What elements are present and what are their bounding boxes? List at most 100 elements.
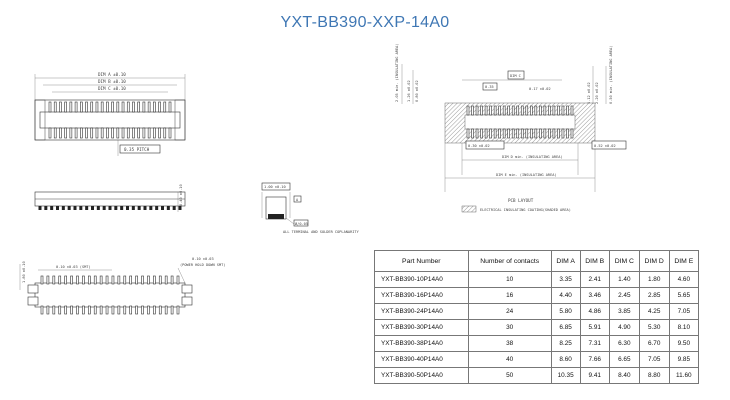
- pin: [147, 305, 150, 315]
- header-contacts: Number of contacts: [467, 250, 552, 272]
- pin: [73, 206, 77, 210]
- cell-part-number: YXT-BB390-24P14A0: [374, 303, 469, 320]
- pin: [64, 127, 67, 139]
- pin: [106, 101, 109, 113]
- pin: [67, 206, 71, 210]
- header-dim-b: DIM B: [579, 250, 610, 272]
- cell-dim-a: 8.25: [550, 335, 581, 352]
- pad: [475, 105, 479, 116]
- pin: [120, 206, 124, 210]
- pin: [141, 305, 144, 315]
- pad: [493, 128, 497, 139]
- pin: [64, 101, 67, 113]
- cell-part-number: YXT-BB390-38P14A0: [374, 335, 469, 352]
- pin: [111, 305, 115, 315]
- cell-contacts: 40: [467, 351, 552, 368]
- detail-dim-label: 1.00 ±0.10: [264, 185, 286, 189]
- pad: [566, 105, 569, 116]
- cell-dim-c: 2.45: [608, 287, 640, 304]
- pin: [50, 206, 54, 210]
- pin: [91, 206, 94, 210]
- pin: [90, 127, 94, 139]
- pin: [111, 127, 114, 139]
- pin: [99, 305, 103, 315]
- header-dim-a: DIM A: [550, 250, 581, 272]
- pin: [129, 305, 132, 315]
- pad: [543, 128, 547, 139]
- pin: [168, 101, 172, 113]
- pin: [142, 101, 146, 113]
- pin: [149, 206, 153, 210]
- pin: [147, 127, 151, 139]
- cell-contacts: 24: [467, 303, 552, 320]
- pin: [106, 127, 109, 139]
- pin: [64, 275, 67, 285]
- pitch-label: 0.35 PITCH: [124, 147, 150, 152]
- pin: [178, 206, 182, 210]
- pin: [147, 101, 151, 113]
- pin: [158, 275, 162, 285]
- pad: [548, 105, 551, 116]
- smt-left-label: 0.10 ±0.03 (SMT): [56, 265, 91, 269]
- pin: [90, 101, 94, 113]
- pin: [70, 275, 73, 285]
- pin: [105, 275, 109, 285]
- pad: [475, 128, 479, 139]
- pad: [529, 128, 533, 139]
- cell-dim-b: 9.41: [579, 367, 610, 384]
- pin: [121, 127, 125, 139]
- table-header-row: Part Number Number of contacts DIM A DIM…: [374, 250, 700, 272]
- pin: [74, 127, 78, 139]
- cell-dim-c: 6.30: [608, 335, 640, 352]
- pin: [61, 206, 65, 210]
- pin: [95, 101, 99, 113]
- pad: [561, 105, 565, 116]
- cell-dim-d: 2.85: [638, 287, 670, 304]
- pin: [40, 305, 44, 315]
- pad: [498, 128, 501, 139]
- header-part-number: Part Number: [374, 250, 469, 272]
- pcb-pad-w: 0.17 ±0.02: [529, 87, 551, 91]
- pin: [93, 305, 97, 315]
- pad: [480, 105, 483, 116]
- pin: [74, 101, 78, 113]
- pin: [116, 101, 120, 113]
- cell-dim-a: 6.85: [550, 319, 581, 336]
- pad: [516, 128, 520, 139]
- pin: [123, 305, 127, 315]
- cell-contacts: 30: [467, 319, 552, 336]
- pin: [82, 275, 85, 285]
- pad: [484, 105, 488, 116]
- pin: [52, 275, 56, 285]
- pin: [161, 206, 164, 210]
- pad: [543, 105, 547, 116]
- pin: [164, 305, 168, 315]
- pcb-top-h3: 0.80 ±0.02: [415, 80, 419, 102]
- pad: [471, 128, 474, 139]
- cell-dim-d: 8.80: [638, 367, 670, 384]
- pad: [511, 128, 515, 139]
- cell-dim-a: 8.60: [550, 351, 581, 368]
- pin: [46, 275, 50, 285]
- pin: [142, 127, 146, 139]
- cell-part-number: YXT-BB390-50P14A0: [374, 367, 469, 384]
- pcb-top-h1: 2.05 min. (INSULATING AREA): [395, 44, 399, 102]
- detail-tol-label: Ø/0.05: [295, 221, 308, 226]
- pad: [489, 105, 492, 116]
- pad: [561, 128, 565, 139]
- pin: [70, 305, 73, 315]
- pin: [108, 206, 112, 210]
- pin: [100, 101, 104, 113]
- cell-dim-e: 8.10: [668, 319, 700, 336]
- pin: [59, 127, 62, 139]
- pin: [48, 127, 52, 139]
- pin: [99, 275, 103, 285]
- table-row: YXT-BB390-38P14A0 38 8.25 7.31 6.30 6.70…: [374, 335, 700, 352]
- pcb-right-w: 0.52 ±0.02: [594, 144, 616, 148]
- cell-part-number: YXT-BB390-10P14A0: [374, 271, 469, 288]
- pad: [534, 128, 538, 139]
- pad: [539, 128, 542, 139]
- pin: [163, 101, 167, 113]
- cell-contacts: 10: [467, 271, 552, 288]
